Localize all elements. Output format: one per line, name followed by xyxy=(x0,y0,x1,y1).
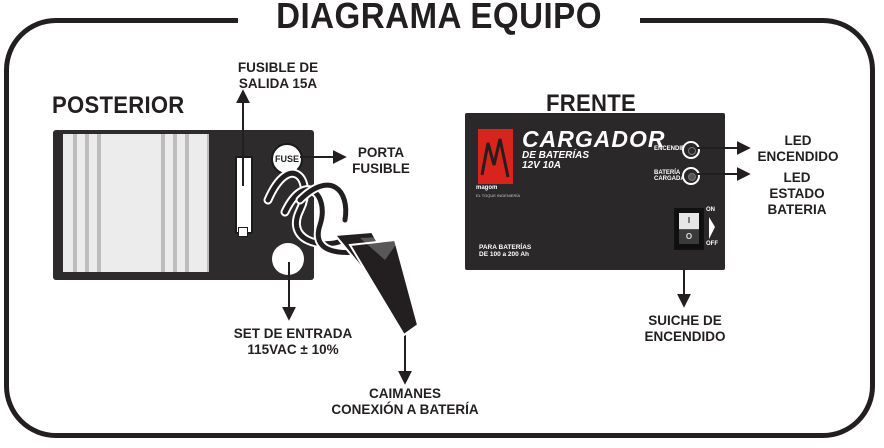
led-estado-label: LED ESTADO BATERIA xyxy=(752,170,842,218)
switch-diagram-icon xyxy=(709,217,715,239)
power-led-icon xyxy=(682,141,700,159)
brand-subtitle-2: 12V 10A xyxy=(522,160,561,171)
led1-label-line1: LED xyxy=(784,133,812,148)
rear-vent-grille xyxy=(63,134,209,272)
vent-slot xyxy=(73,134,77,272)
switch-on-label: ON xyxy=(706,207,715,213)
vent-slot xyxy=(161,134,165,272)
porta-label-line1: PORTA xyxy=(357,145,405,160)
diagram-title: DIAGRAMA EQUIPO xyxy=(276,0,602,36)
capacity-note-line2: DE 100 a 200 Ah xyxy=(479,251,529,258)
fuse-holder-button: FUSE xyxy=(271,143,303,175)
power-switch: I O xyxy=(674,208,704,250)
alligator-clamps-icon xyxy=(333,230,420,337)
capacity-note-line1: PARA BATERÍAS xyxy=(479,244,532,251)
suiche-label: SUICHE DE ENCENDIDO xyxy=(620,313,750,345)
brand-subtitle-1: DE BATERÍAS xyxy=(522,150,590,161)
switch-off-label: OFF xyxy=(706,241,718,247)
led2-label-line3: BATERIA xyxy=(767,202,827,217)
vent-slot xyxy=(85,134,89,272)
fusible-label-line1: FUSIBLE DE xyxy=(237,60,319,75)
caimanes-label-line2: CONEXIÓN A BATERÍA xyxy=(331,402,479,417)
caimanes-label-line1: CAIMANES xyxy=(368,386,441,401)
logo-mark-icon xyxy=(480,138,510,178)
led1-label-line2: ENCENDIDO xyxy=(757,149,839,164)
switch-o-label: O xyxy=(679,230,699,244)
vent-slot xyxy=(97,134,101,272)
fusible-label: FUSIBLE DE SALIDA 15A xyxy=(214,60,342,92)
set-entrada-label: SET DE ENTRADA 115VAC ± 10% xyxy=(210,326,376,358)
logo-tagline: EL TOQUE INGENIERÍA xyxy=(476,193,521,198)
fusible-label-line2: SALIDA 15A xyxy=(238,76,318,91)
led2-label-line2: ESTADO xyxy=(769,186,825,201)
led2-small-label: BATERÍA CARGADA xyxy=(654,170,685,182)
switch-i-label: I xyxy=(679,213,699,230)
magom-logo-icon xyxy=(478,129,513,184)
led2-small-line1: BATERÍA xyxy=(654,170,681,176)
led-encendido-label: LED ENCENDIDO xyxy=(750,133,846,165)
porta-fusible-label: PORTA FUSIBLE xyxy=(338,145,424,177)
suiche-label-line2: ENCENDIDO xyxy=(644,329,726,344)
battery-led-icon xyxy=(682,167,700,185)
brand-title: CARGADOR xyxy=(522,126,666,152)
set-label-line2: 115VAC ± 10% xyxy=(247,342,339,357)
led2-label-line1: LED xyxy=(783,170,811,185)
led2-small-line2: CARGADA xyxy=(654,176,685,182)
rear-heading: POSTERIOR xyxy=(52,92,185,119)
vent-slot xyxy=(185,134,189,272)
set-label-line1: SET DE ENTRADA xyxy=(233,326,353,341)
capacity-note: PARA BATERÍAS DE 100 a 200 Ah xyxy=(479,244,531,258)
title-background xyxy=(238,0,640,40)
vent-slot xyxy=(173,134,177,272)
logo-text: magom xyxy=(476,185,498,191)
caimanes-label: CAIMANES CONEXIÓN A BATERÍA xyxy=(310,386,500,418)
porta-label-line2: FUSIBLE xyxy=(352,161,410,176)
output-fuse-cap xyxy=(238,227,248,237)
cables xyxy=(263,168,375,257)
front-heading: FRENTE xyxy=(546,90,636,117)
suiche-label-line1: SUICHE DE xyxy=(648,313,722,328)
led1-small-label: ENCENDIDO xyxy=(654,146,691,152)
